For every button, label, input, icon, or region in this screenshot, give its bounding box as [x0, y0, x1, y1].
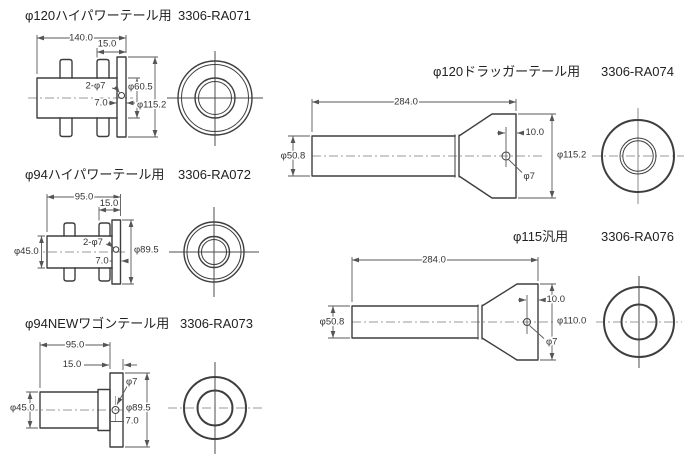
bolt-hole — [111, 406, 120, 414]
drawing-ra073: φ94NEWワゴンテール用 3306-RA073 95.0 15.0 φ45.0… — [9, 316, 262, 454]
inner-circle — [194, 77, 236, 119]
dim-pipe-dia: φ50.8 — [320, 317, 345, 328]
part-number: 3306-RA073 — [180, 316, 253, 331]
dim-hole: φ7 — [546, 337, 557, 348]
drawing-title: φ120ハイパワーテール用 — [25, 8, 172, 23]
dim-length: 140.0 — [69, 33, 93, 44]
dim-pipe-dia: φ60.5 — [128, 82, 153, 93]
outer-circle — [183, 221, 245, 283]
mount-tabs — [63, 222, 111, 282]
inner-circle — [197, 235, 231, 269]
pipe-outline — [351, 305, 479, 339]
drawing-title: φ94NEWワゴンテール用 — [25, 316, 169, 331]
dim-thickness: 7.0 — [95, 256, 108, 267]
cone-tip-outline — [481, 283, 539, 361]
bolt-hole — [118, 92, 125, 99]
side-view-ra071: 140.0 15.0 2-φ7 φ60.5 7.0 φ115.2 — [28, 31, 168, 138]
dim-flange-dia: φ115.2 — [137, 100, 166, 111]
dim-tip-width: 10.0 — [547, 294, 566, 305]
leader-hole — [508, 159, 523, 173]
dim-flange-dia: φ115.2 — [557, 150, 586, 161]
flange — [111, 219, 122, 285]
extension-lines — [26, 342, 150, 448]
cone-tip-outline — [458, 113, 517, 199]
side-view-ra072: 95.0 15.0 φ45.0 2-φ7 7.0 φ89.5 — [13, 190, 160, 285]
mount-tabs — [59, 58, 110, 138]
front-view-ra073 — [168, 362, 262, 454]
dim-pipe-dia: φ50.8 — [281, 151, 306, 162]
dim-flange-dia: φ89.5 — [134, 245, 159, 256]
drawing-title: φ115汎用 — [513, 229, 568, 244]
inner-circle — [620, 303, 658, 341]
outer-circle — [183, 376, 247, 440]
pipe-outline — [36, 77, 118, 119]
outer-circle — [603, 286, 675, 358]
drawing-ra076: φ115汎用 3306-RA076 284.0 φ50.8 10.0 φ110.… — [318, 229, 682, 368]
drawing-ra074: φ120ドラッガーテール用 3306-RA074 284.0 φ50.8 10.… — [279, 64, 684, 204]
dim-thickness: 7.0 — [94, 98, 107, 109]
crosshair — [169, 207, 259, 297]
dim-flange-dia: φ110.0 — [557, 316, 586, 327]
front-view-ra072 — [169, 207, 259, 297]
dim-flange-width: 15.0 — [100, 198, 119, 209]
leader-holes — [111, 85, 120, 93]
dim-flange-width: 15.0 — [98, 39, 117, 50]
front-view-ra076 — [596, 276, 682, 368]
dim-flange-dia: φ89.5 — [126, 403, 151, 414]
extension-lines — [328, 257, 556, 361]
side-view-ra076: 284.0 φ50.8 10.0 φ110.0 φ7 — [318, 253, 588, 361]
drawing-title: φ94ハイパワーテール用 — [25, 167, 164, 182]
dim-pipe-dia: φ45.0 — [10, 403, 35, 414]
dim-pipe-dia: φ45.0 — [14, 246, 39, 257]
dim-length: 284.0 — [422, 255, 446, 266]
leader-hole — [529, 325, 545, 339]
front-view-ra071 — [167, 51, 263, 146]
part-number: 3306-RA071 — [178, 8, 251, 23]
part-number: 3306-RA074 — [601, 64, 674, 79]
front-view-ra074 — [592, 108, 684, 204]
part-number: 3306-RA076 — [601, 229, 674, 244]
leader-hole — [116, 386, 128, 405]
part-number: 3306-RA072 — [178, 167, 251, 182]
drawing-ra071: φ120ハイパワーテール用 3306-RA071 140.0 15.0 2-φ7… — [25, 8, 263, 146]
pipe-outline — [311, 135, 456, 177]
drawing-title: φ120ドラッガーテール用 — [433, 64, 580, 79]
dim-length: 95.0 — [75, 192, 94, 203]
dim-hole: φ7 — [126, 377, 137, 388]
pipe-outline — [46, 235, 113, 269]
dim-flange-width: 15.0 — [63, 359, 82, 370]
dim-holes: 2-φ7 — [83, 237, 103, 248]
outer-circle — [601, 119, 675, 193]
dim-length: 284.0 — [394, 97, 418, 108]
bolt-hole — [112, 246, 120, 253]
leader-holes — [105, 241, 114, 248]
flange — [116, 56, 127, 138]
side-view-ra073: 95.0 15.0 φ45.0 φ7 φ89.5 7.0 — [9, 338, 152, 448]
drawing-ra072: φ94ハイパワーテール用 3306-RA072 95.0 15.0 φ45.0 … — [13, 167, 259, 297]
dim-length: 95.0 — [66, 340, 85, 351]
dim-holes: 2-φ7 — [86, 81, 106, 92]
dim-thickness: 7.0 — [126, 416, 139, 427]
dim-tip-width: 10.0 — [526, 127, 545, 138]
dim-hole: φ7 — [524, 171, 535, 182]
inner-circle — [619, 137, 657, 175]
crosshair — [167, 51, 263, 146]
extension-lines — [288, 99, 556, 199]
flange — [109, 372, 124, 448]
pipe-outline — [39, 391, 99, 429]
outer-circle — [177, 60, 253, 136]
inner-circle — [196, 389, 234, 427]
side-view-ra074: 284.0 φ50.8 10.0 φ115.2 φ7 — [279, 95, 588, 199]
